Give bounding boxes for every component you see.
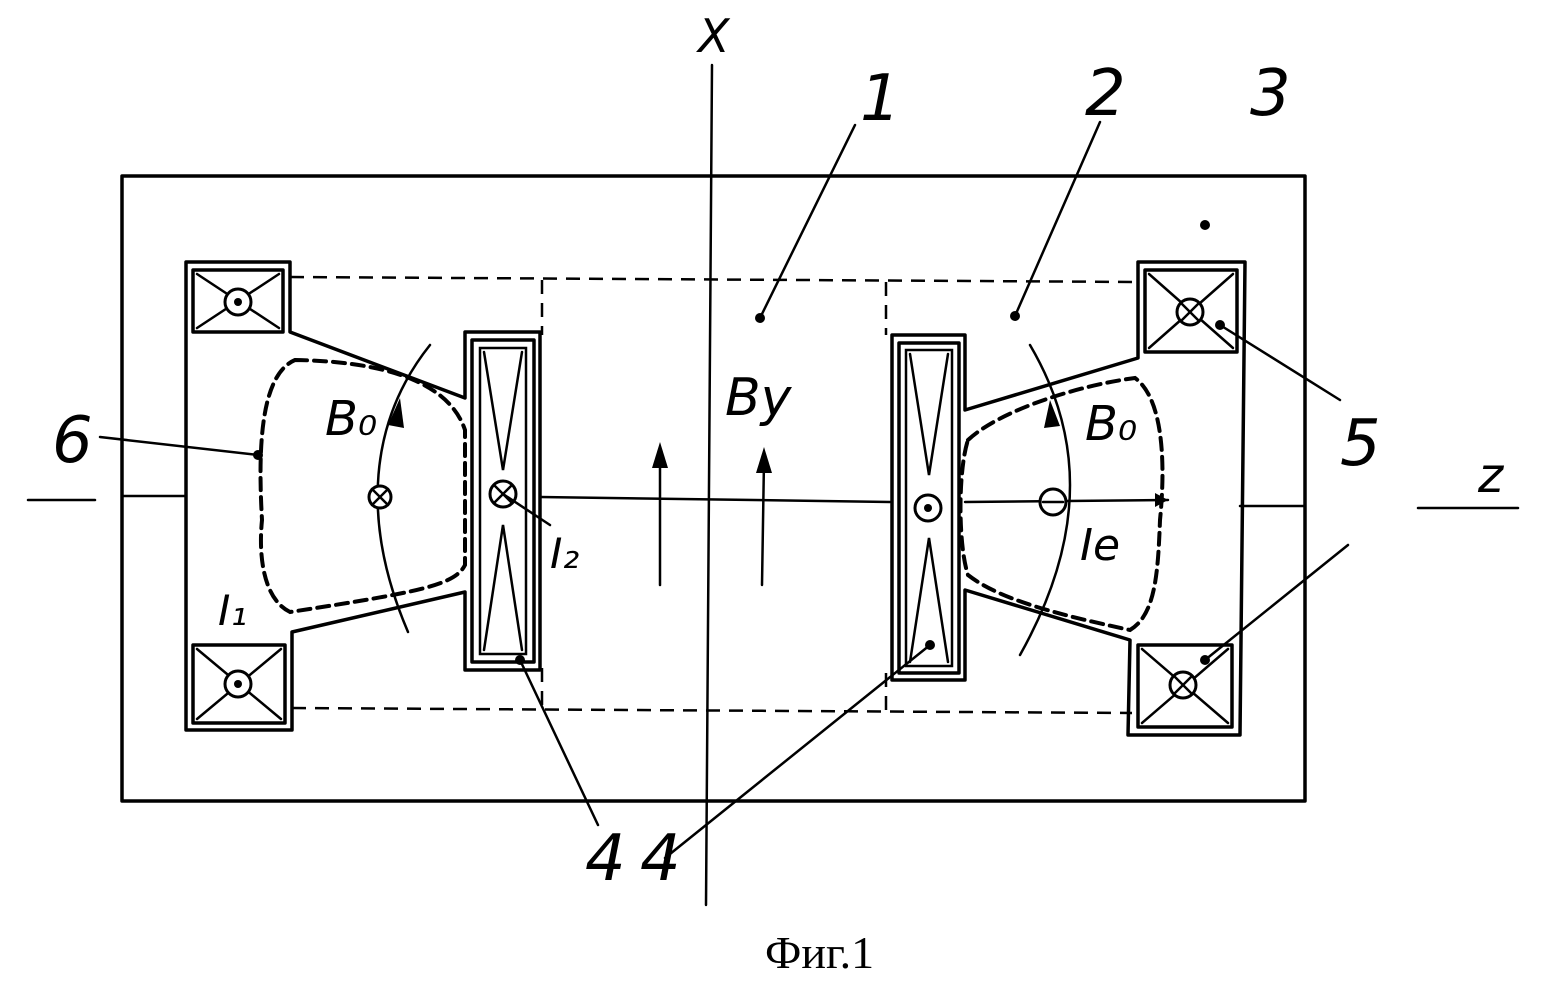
leader-6-dot xyxy=(253,450,263,460)
leader-1-dot xyxy=(755,313,765,323)
midline-center xyxy=(540,497,890,502)
figure-caption: Фиг.1 xyxy=(765,927,874,978)
dashed-top xyxy=(290,277,1140,282)
z-axis-label: z xyxy=(1477,448,1505,504)
leader-1 xyxy=(760,125,855,318)
label-5: 5 xyxy=(1340,407,1381,481)
label-by: Bу xyxy=(725,368,793,428)
label-3: 3 xyxy=(1250,57,1291,131)
center-arrow-right xyxy=(762,460,764,585)
x-axis-line xyxy=(706,65,712,905)
right-vertical-coil-x-top xyxy=(910,354,948,475)
left-bottom-coil-dot-center xyxy=(234,680,242,688)
leader-5-bottom xyxy=(1205,545,1348,660)
label-1: 1 xyxy=(860,62,901,136)
label-i2: I₂ xyxy=(550,529,579,578)
dashed-bottom xyxy=(292,708,1132,713)
leader-4-right xyxy=(665,645,930,858)
leader-2-dot xyxy=(1010,311,1020,321)
label-6: 6 xyxy=(52,404,93,478)
leader-5-bottom-dot xyxy=(1200,655,1210,665)
leader-4-left-dot xyxy=(515,655,525,665)
right-vertical-coil-dot-center xyxy=(924,504,932,512)
leader-3-dot xyxy=(1200,220,1210,230)
center-arrow-left-head xyxy=(652,442,668,468)
leader-5-top xyxy=(1220,325,1340,400)
leader-5-top-dot xyxy=(1215,320,1225,330)
leader-4-right-dot xyxy=(925,640,935,650)
center-arrow-right-head xyxy=(756,447,772,473)
label-b0-right: B₀ xyxy=(1085,396,1137,452)
label-ie: Ie xyxy=(1080,520,1120,571)
label-b0-left: B₀ xyxy=(325,391,377,447)
label-4-left: 4 xyxy=(585,822,626,896)
left-vertical-coil-x-bottom xyxy=(484,525,522,650)
left-vertical-coil-x-top xyxy=(484,352,522,470)
label-2: 2 xyxy=(1085,57,1126,131)
left-top-coil-dot-center xyxy=(234,298,242,306)
label-i1: I₁ xyxy=(218,586,247,635)
leader-2 xyxy=(1015,122,1100,316)
x-axis-label: X xyxy=(696,9,731,63)
label-4-right: 4 xyxy=(640,822,681,896)
